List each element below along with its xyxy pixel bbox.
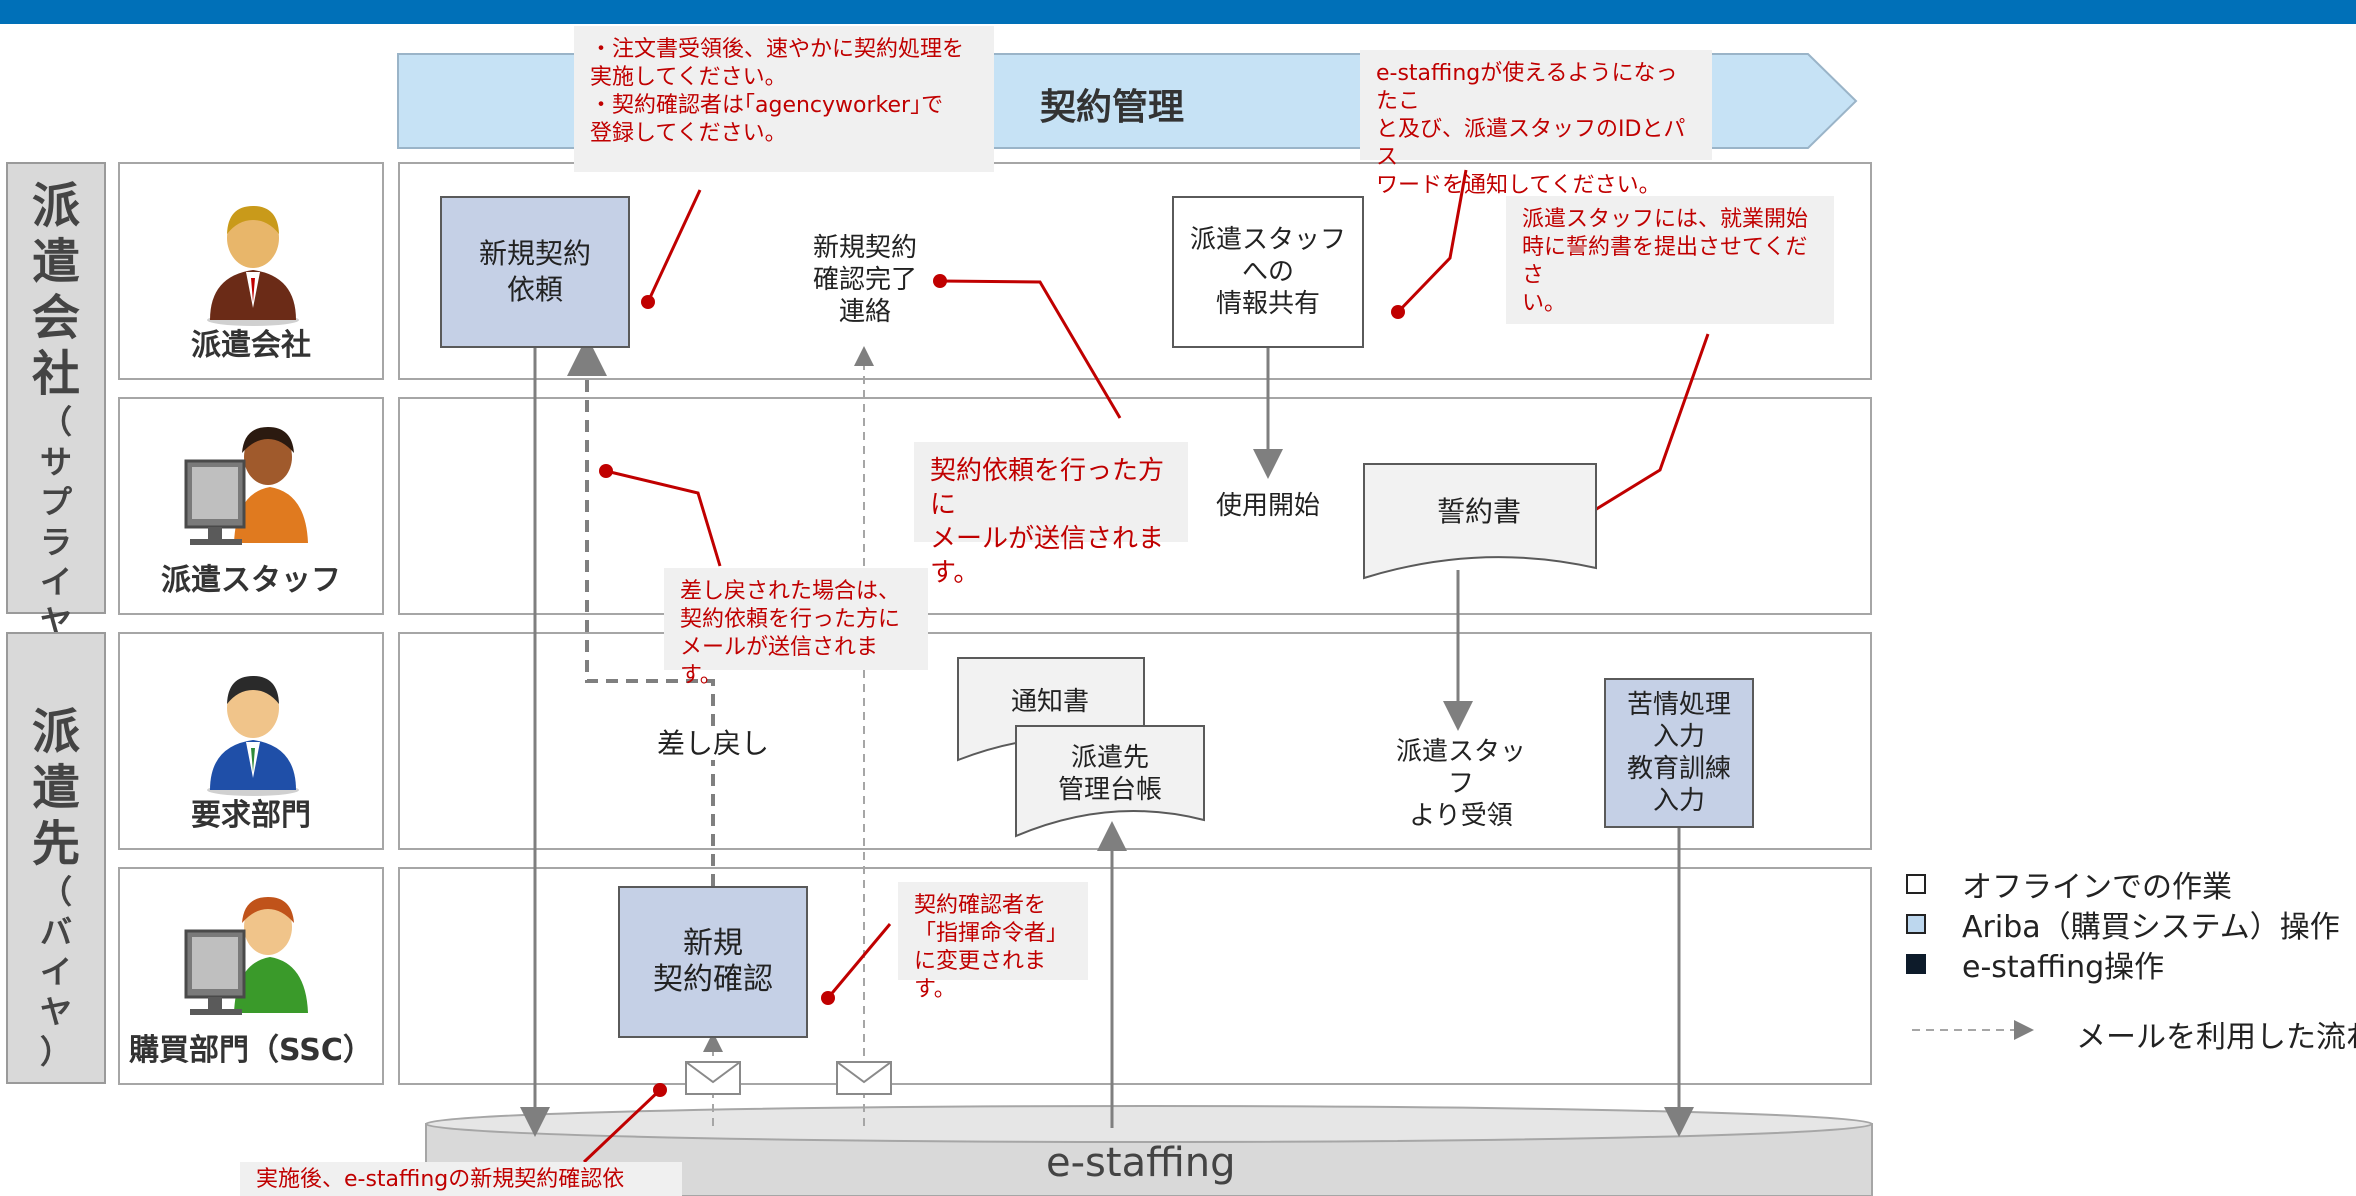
note-pledge: 派遣スタッフには、就業開始 時に誓約書を提出させてくださ い。	[1506, 196, 1834, 324]
role-box-supplier: 派遣会社	[118, 162, 384, 380]
step-complaint-training: 苦情処理 入力 教育訓練 入力	[1604, 678, 1754, 828]
role-name: 要求部門	[191, 798, 311, 833]
supplier-char: 社	[31, 346, 80, 402]
role-box-requester: 要求部門	[118, 632, 384, 850]
note-bottom-cut: 実施後、e-staffingの新規契約確認依	[240, 1162, 682, 1196]
legend-swatch-ariba	[1906, 914, 1926, 934]
legend-item: オフラインでの作業	[1906, 864, 2340, 905]
note-sendback: 差し戻された場合は、 契約依頼を行った方に メールが送信されます。	[664, 568, 928, 688]
step-sendback: 差し戻し	[656, 727, 770, 760]
person-at-computer-icon	[184, 427, 308, 545]
person-at-computer-icon	[184, 897, 308, 1015]
note-top-contract: ・注文書受領後、速やかに契約処理を 実施してください。 ・契約確認者は｢agen…	[574, 26, 994, 172]
buyer-sub-char: バ	[39, 913, 72, 951]
estaffing-label: e-staffing	[1046, 1140, 1236, 1186]
note-top-estaffing: e-staffingが使えるようになったこ と及び、派遣スタッフのIDとパス ワ…	[1360, 50, 1712, 198]
mail-envelope-icon	[836, 1061, 892, 1095]
note-confirmer-change: 契約確認者を 「指揮命令者」 に変更されます。	[898, 882, 1088, 1002]
role-name: 購買部門（SSC）	[129, 1033, 373, 1068]
supplier-sub-char: （	[39, 403, 72, 441]
step-new-contract-confirm-done: 新規契約 確認完了 連絡	[812, 233, 917, 327]
step-new-contract-confirm: 新規 契約確認	[618, 886, 808, 1038]
supplier-char: 遣	[31, 234, 80, 290]
step-start-use: 使用開始	[1215, 491, 1320, 521]
person-icon	[207, 676, 299, 796]
legend-swatch-offline	[1906, 874, 1926, 894]
buyer-char: 先	[31, 816, 80, 872]
buyer-sub-char: ヤ	[39, 993, 72, 1031]
legend-label: e-staffing操作	[1962, 950, 2165, 985]
note-mail-sent: 契約依頼を行った方に メールが送信されます。	[914, 442, 1188, 588]
legend-label: オフラインでの作業	[1962, 870, 2232, 905]
legend-item: e-staffing操作	[1906, 944, 2340, 985]
supplier-sub-char: サ	[39, 443, 72, 481]
buyer-char: 派	[31, 704, 80, 760]
buyer-char: 遣	[31, 760, 80, 816]
ledger-document-shape	[1015, 725, 1205, 838]
role-name: 派遣会社	[191, 328, 311, 363]
pledge-document-shape	[1363, 463, 1597, 580]
step-pledge: 誓約書	[1436, 495, 1521, 528]
buyer-sub-char: （	[39, 873, 72, 911]
mail-envelope-icon	[685, 1061, 741, 1095]
role-box-staff: 派遣スタッフ	[118, 397, 384, 615]
person-icon	[207, 206, 299, 326]
step-received-from-staff: 派遣スタッフ より受領	[1395, 737, 1526, 831]
buyer-sub-char: ）	[39, 1033, 72, 1071]
supplier-char: 派	[31, 178, 80, 234]
legend-flow-label: メールを利用した流れ	[2076, 1020, 2356, 1055]
legend-label: Ariba（購買システム）操作	[1962, 910, 2340, 945]
legend-item: Ariba（購買システム）操作	[1906, 904, 2340, 945]
step-ledger: 派遣先 管理台帳	[1057, 743, 1162, 805]
supplier-sub-char: イ	[39, 563, 72, 601]
supplier-sub-char: プ	[39, 483, 72, 521]
step-share-to-staff: 派遣スタッフ への 情報共有	[1172, 196, 1364, 348]
step-notice: 通知書	[1010, 687, 1089, 717]
legend-swatch-estaffing	[1906, 954, 1926, 974]
buyer-sub-char: イ	[39, 953, 72, 991]
supplier-char: 会	[31, 290, 80, 346]
role-name: 派遣スタッフ	[161, 563, 341, 598]
phase-title: 契約管理	[1040, 87, 1185, 128]
supplier-sub-char: ラ	[39, 523, 72, 561]
legend: オフラインでの作業 Ariba（購買システム）操作 e-staffing操作	[1906, 864, 2340, 985]
role-box-procurement: 購買部門（SSC）	[118, 867, 384, 1085]
buyer-group-label: 派 遣 先 （ バ イ ヤ ）	[6, 632, 106, 1084]
step-new-contract-request: 新規契約 依頼	[440, 196, 630, 348]
top-bar	[0, 0, 2356, 24]
